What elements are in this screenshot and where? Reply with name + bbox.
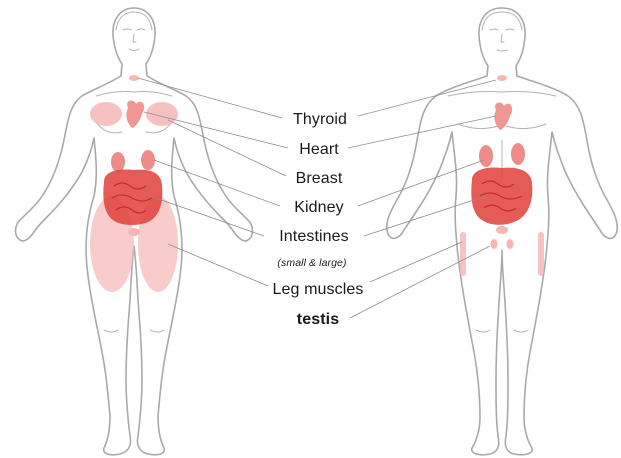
male-kidney-right <box>511 143 525 165</box>
female-breast-left <box>90 102 122 126</box>
male-testis-right <box>507 239 514 249</box>
male-testis-left <box>491 239 498 249</box>
female-kidney-left <box>111 152 125 172</box>
male-bladder <box>496 226 508 234</box>
female-kidney-right <box>141 150 155 170</box>
label-testis: testis <box>297 311 339 329</box>
leader-leg-muscles-male <box>370 242 462 282</box>
male-thyroid <box>497 75 507 81</box>
label-leg-muscles: Leg muscles <box>273 281 364 299</box>
label-intestines-note: (small & large) <box>277 257 346 269</box>
label-thyroid: Thyroid <box>293 111 347 129</box>
female-thyroid <box>129 75 139 81</box>
leader-leg-muscles-female <box>168 244 268 286</box>
label-heart: Heart <box>299 141 339 159</box>
male-kidney-left <box>479 145 493 167</box>
male-leg-muscle-right <box>538 232 544 276</box>
label-breast: Breast <box>296 170 343 188</box>
male-leg-muscle-left <box>460 232 466 276</box>
label-kidney: Kidney <box>294 199 344 217</box>
label-intestines: Intestines <box>279 228 348 246</box>
female-bladder <box>128 228 140 236</box>
